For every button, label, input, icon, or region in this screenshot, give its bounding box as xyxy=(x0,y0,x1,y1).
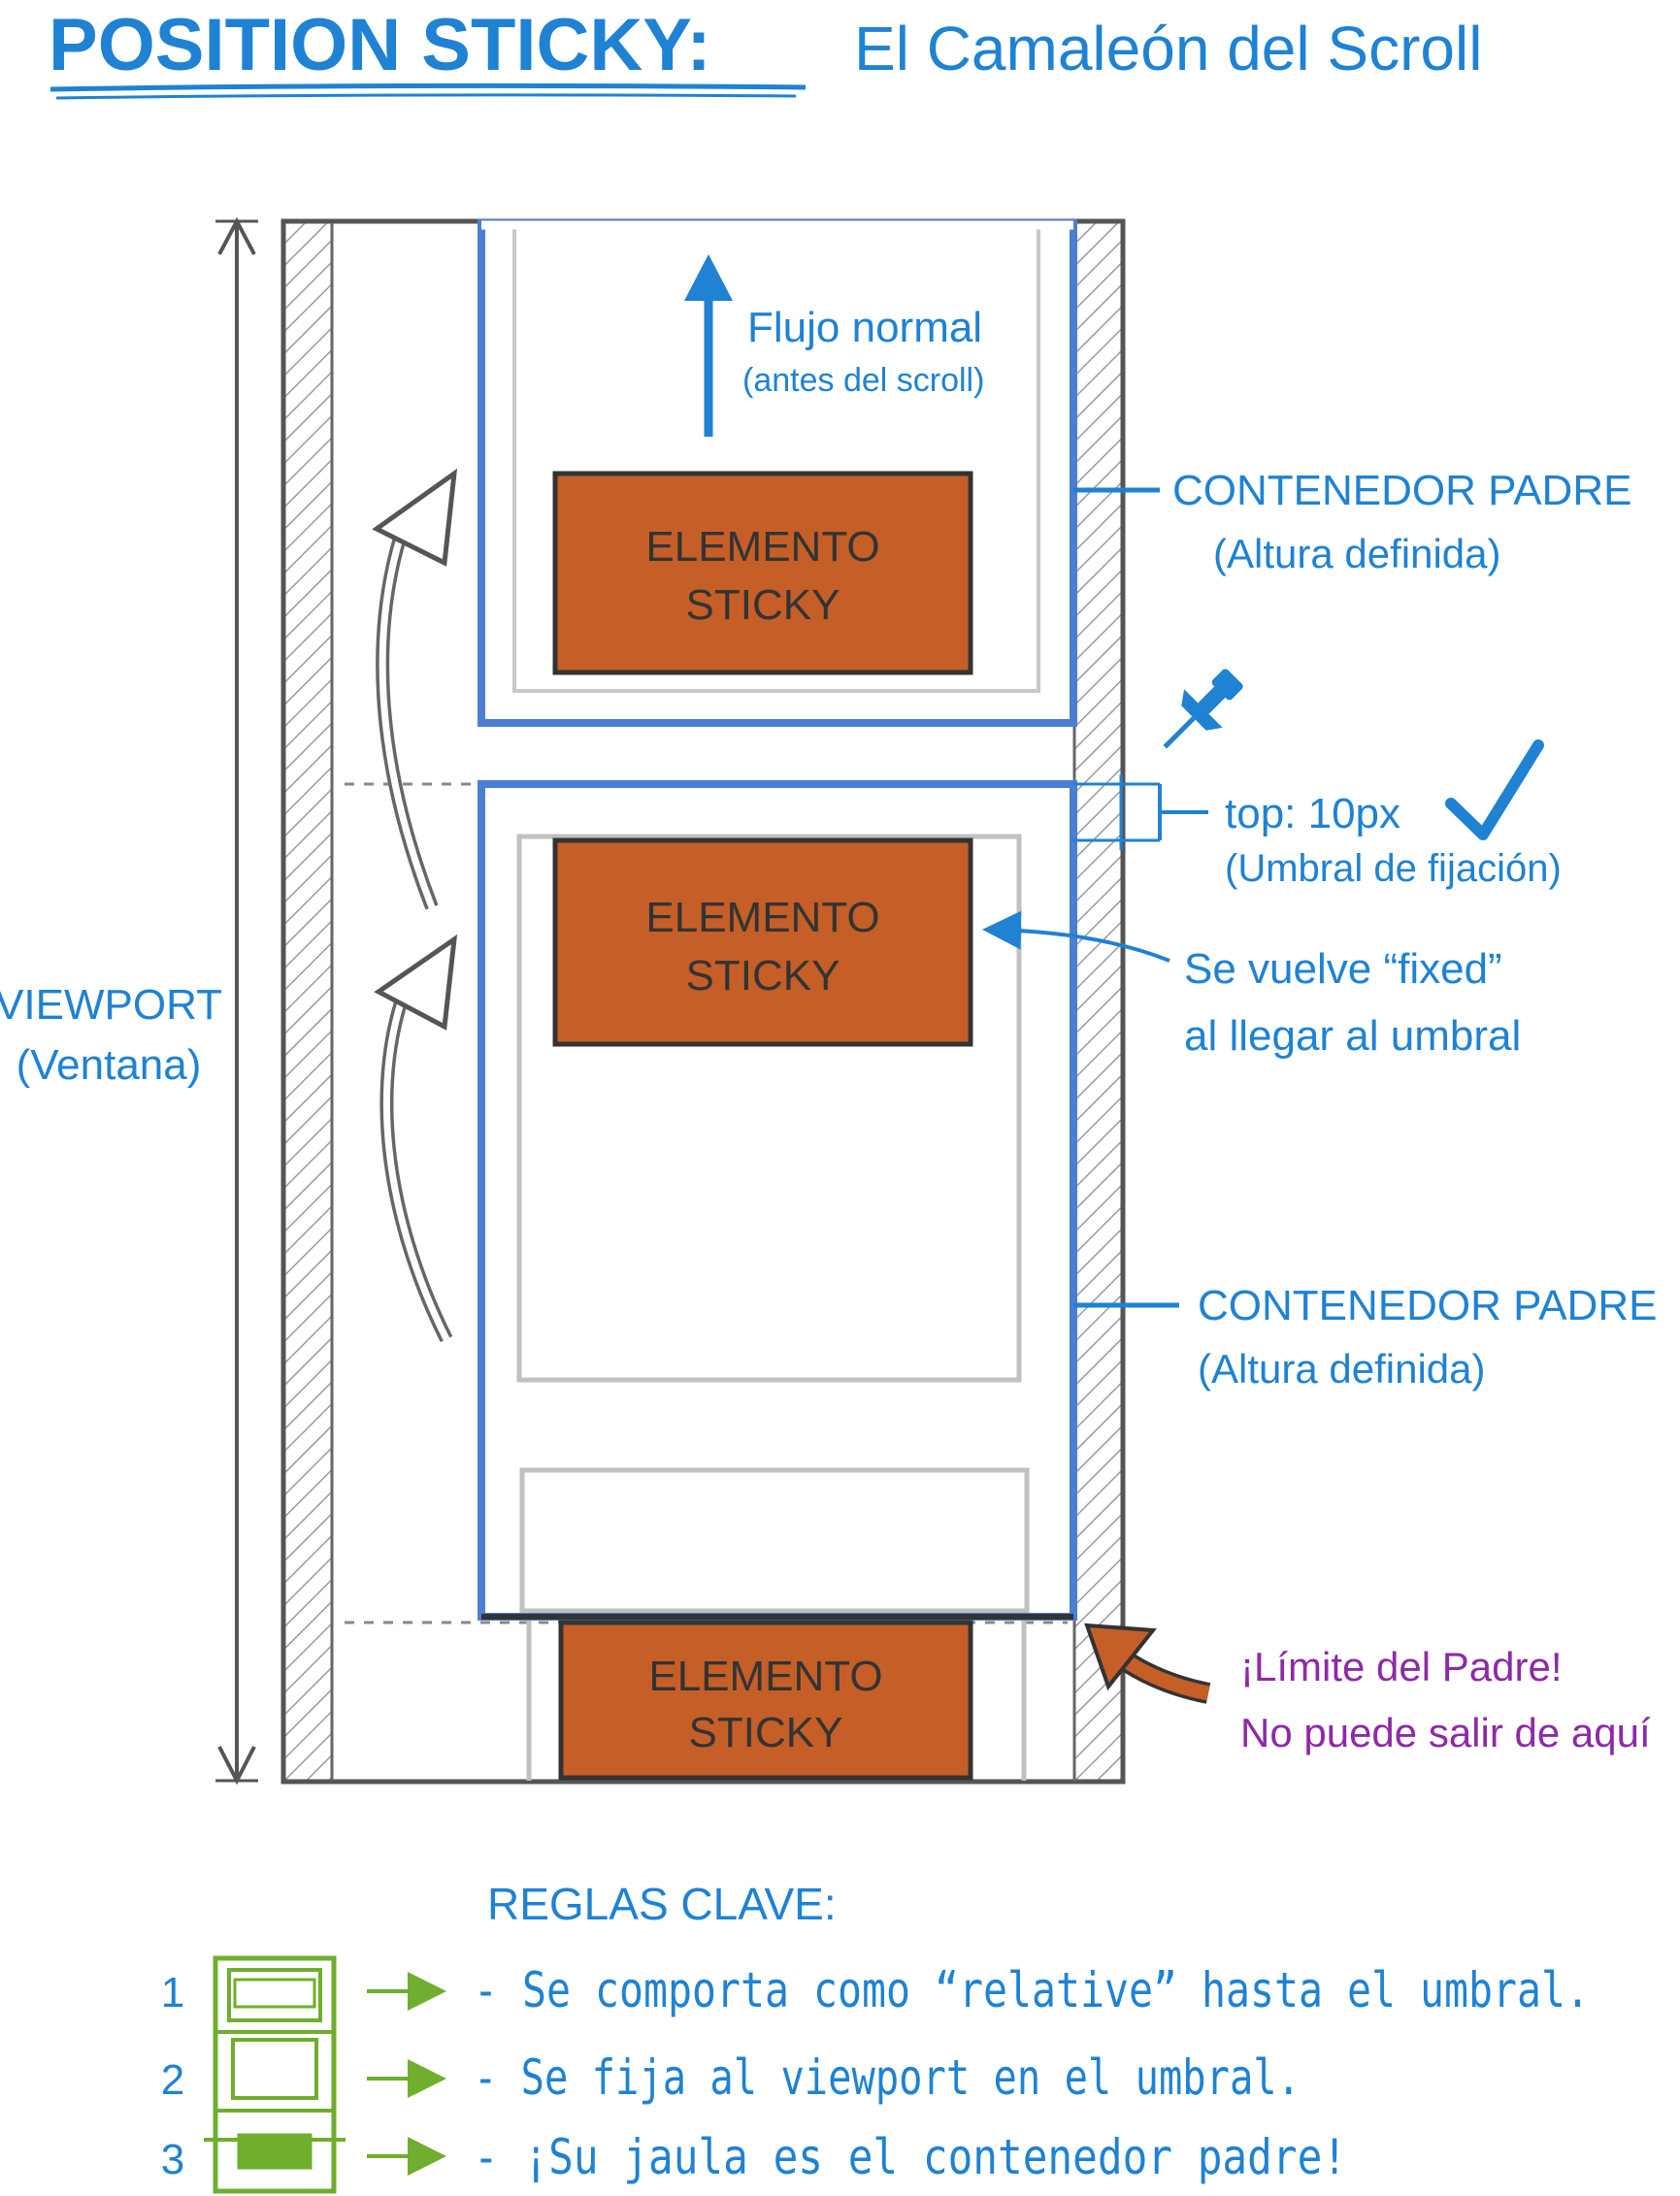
checkmark-icon xyxy=(1445,739,1544,840)
sticky-label-top-line1: ELEMENTO xyxy=(645,523,879,571)
rule-1-text: - Se comporta como “relative” hasta el u… xyxy=(474,1962,1590,2018)
viewport-dimension xyxy=(215,216,258,1786)
viewport-left-wall xyxy=(283,223,332,1781)
parent-container-mid xyxy=(478,780,1077,1621)
flow-sublabel: (antes del scroll) xyxy=(742,362,984,399)
viewport-label: VIEWPORT xyxy=(0,981,222,1029)
rule-3-number: 3 xyxy=(161,2136,184,2183)
limit-arrow-icon xyxy=(1084,1622,1211,1704)
limit-label: ¡Límite del Padre! xyxy=(1240,1644,1563,1689)
rules-heading: REGLAS CLAVE: xyxy=(487,1879,837,1929)
sticky-element-fixed: ELEMENTO STICKY xyxy=(552,837,973,1047)
curved-arrow-icon xyxy=(372,468,458,910)
title: POSITION STICKY: El Camaleón del Scroll xyxy=(49,4,1482,100)
pushpin-icon xyxy=(1163,669,1243,749)
rule-1-number: 1 xyxy=(161,1969,184,2016)
rules-mini-diagram xyxy=(204,1955,346,2194)
viewport-sublabel: (Ventana) xyxy=(16,1041,202,1089)
sticky-label-top-line2: STICKY xyxy=(686,581,840,629)
fixed-note-sublabel: al llegar al umbral xyxy=(1184,1012,1521,1060)
fixed-note-arrow xyxy=(982,910,1170,963)
parent-mid-sublabel: (Altura definida) xyxy=(1198,1346,1485,1392)
limit-sublabel: No puede salir de aquí xyxy=(1240,1710,1651,1755)
curved-arrow-icon xyxy=(374,934,458,1343)
parent-mid-label: CONTENEDOR PADRE xyxy=(1198,1282,1657,1329)
sticky-element-bottom: ELEMENTO STICKY xyxy=(526,1620,1027,1781)
fixed-note-label: Se vuelve “fixed” xyxy=(1184,945,1502,993)
sticky-element-top: ELEMENTO STICKY xyxy=(552,471,973,675)
viewport-frame xyxy=(280,218,1126,1785)
rule-3-text: - ¡Su jaula es el contenedor padre! xyxy=(474,2129,1347,2185)
rule-2-number: 2 xyxy=(161,2056,184,2104)
title-main: POSITION STICKY: xyxy=(49,4,711,86)
parent-container-top xyxy=(478,219,1077,727)
sticky-label-mid-line1: ELEMENTO xyxy=(645,894,879,941)
title-subtitle: El Camaleón del Scroll xyxy=(854,14,1482,83)
rule-2-text: - Se fija al viewport en el umbral. xyxy=(474,2049,1301,2106)
sticky-label-bottom-line2: STICKY xyxy=(689,1709,843,1756)
flow-label: Flujo normal xyxy=(747,304,982,351)
threshold-sublabel: (Umbral de fijación) xyxy=(1225,847,1562,890)
sticky-label-bottom-line1: ELEMENTO xyxy=(648,1653,882,1700)
parent-top-label: CONTENEDOR PADRE xyxy=(1172,467,1631,514)
parent-top-sublabel: (Altura definida) xyxy=(1213,531,1500,576)
threshold-bracket xyxy=(1072,774,1208,850)
threshold-label: top: 10px xyxy=(1225,790,1400,837)
arrow-up-icon xyxy=(684,254,733,437)
viewport-right-wall xyxy=(1074,223,1123,1781)
title-underline xyxy=(49,82,807,92)
sticky-label-mid-line2: STICKY xyxy=(686,952,840,1000)
